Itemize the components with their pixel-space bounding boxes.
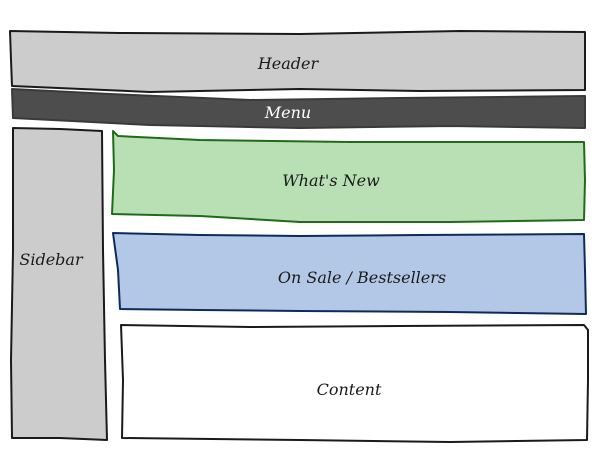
sidebar-shape bbox=[10, 127, 108, 441]
content-block: Content bbox=[120, 324, 589, 443]
content-shape bbox=[120, 324, 589, 443]
on-sale-shape bbox=[112, 232, 587, 315]
on-sale-block: On Sale / Bestsellers bbox=[112, 232, 587, 315]
whats-new-label: What's New bbox=[282, 171, 380, 190]
header-block: Header bbox=[9, 30, 586, 93]
menu-label: Menu bbox=[264, 103, 311, 122]
sidebar-label: Sidebar bbox=[19, 250, 84, 269]
menu-shape bbox=[11, 88, 586, 129]
sidebar-block: Sidebar bbox=[10, 127, 108, 441]
menu-block: Menu bbox=[11, 88, 586, 129]
content-label: Content bbox=[317, 380, 382, 399]
on-sale-label: On Sale / Bestsellers bbox=[278, 268, 446, 287]
header-shape bbox=[9, 30, 586, 93]
whats-new-shape bbox=[111, 130, 586, 223]
header-label: Header bbox=[257, 54, 320, 73]
whats-new-block: What's New bbox=[111, 130, 586, 223]
